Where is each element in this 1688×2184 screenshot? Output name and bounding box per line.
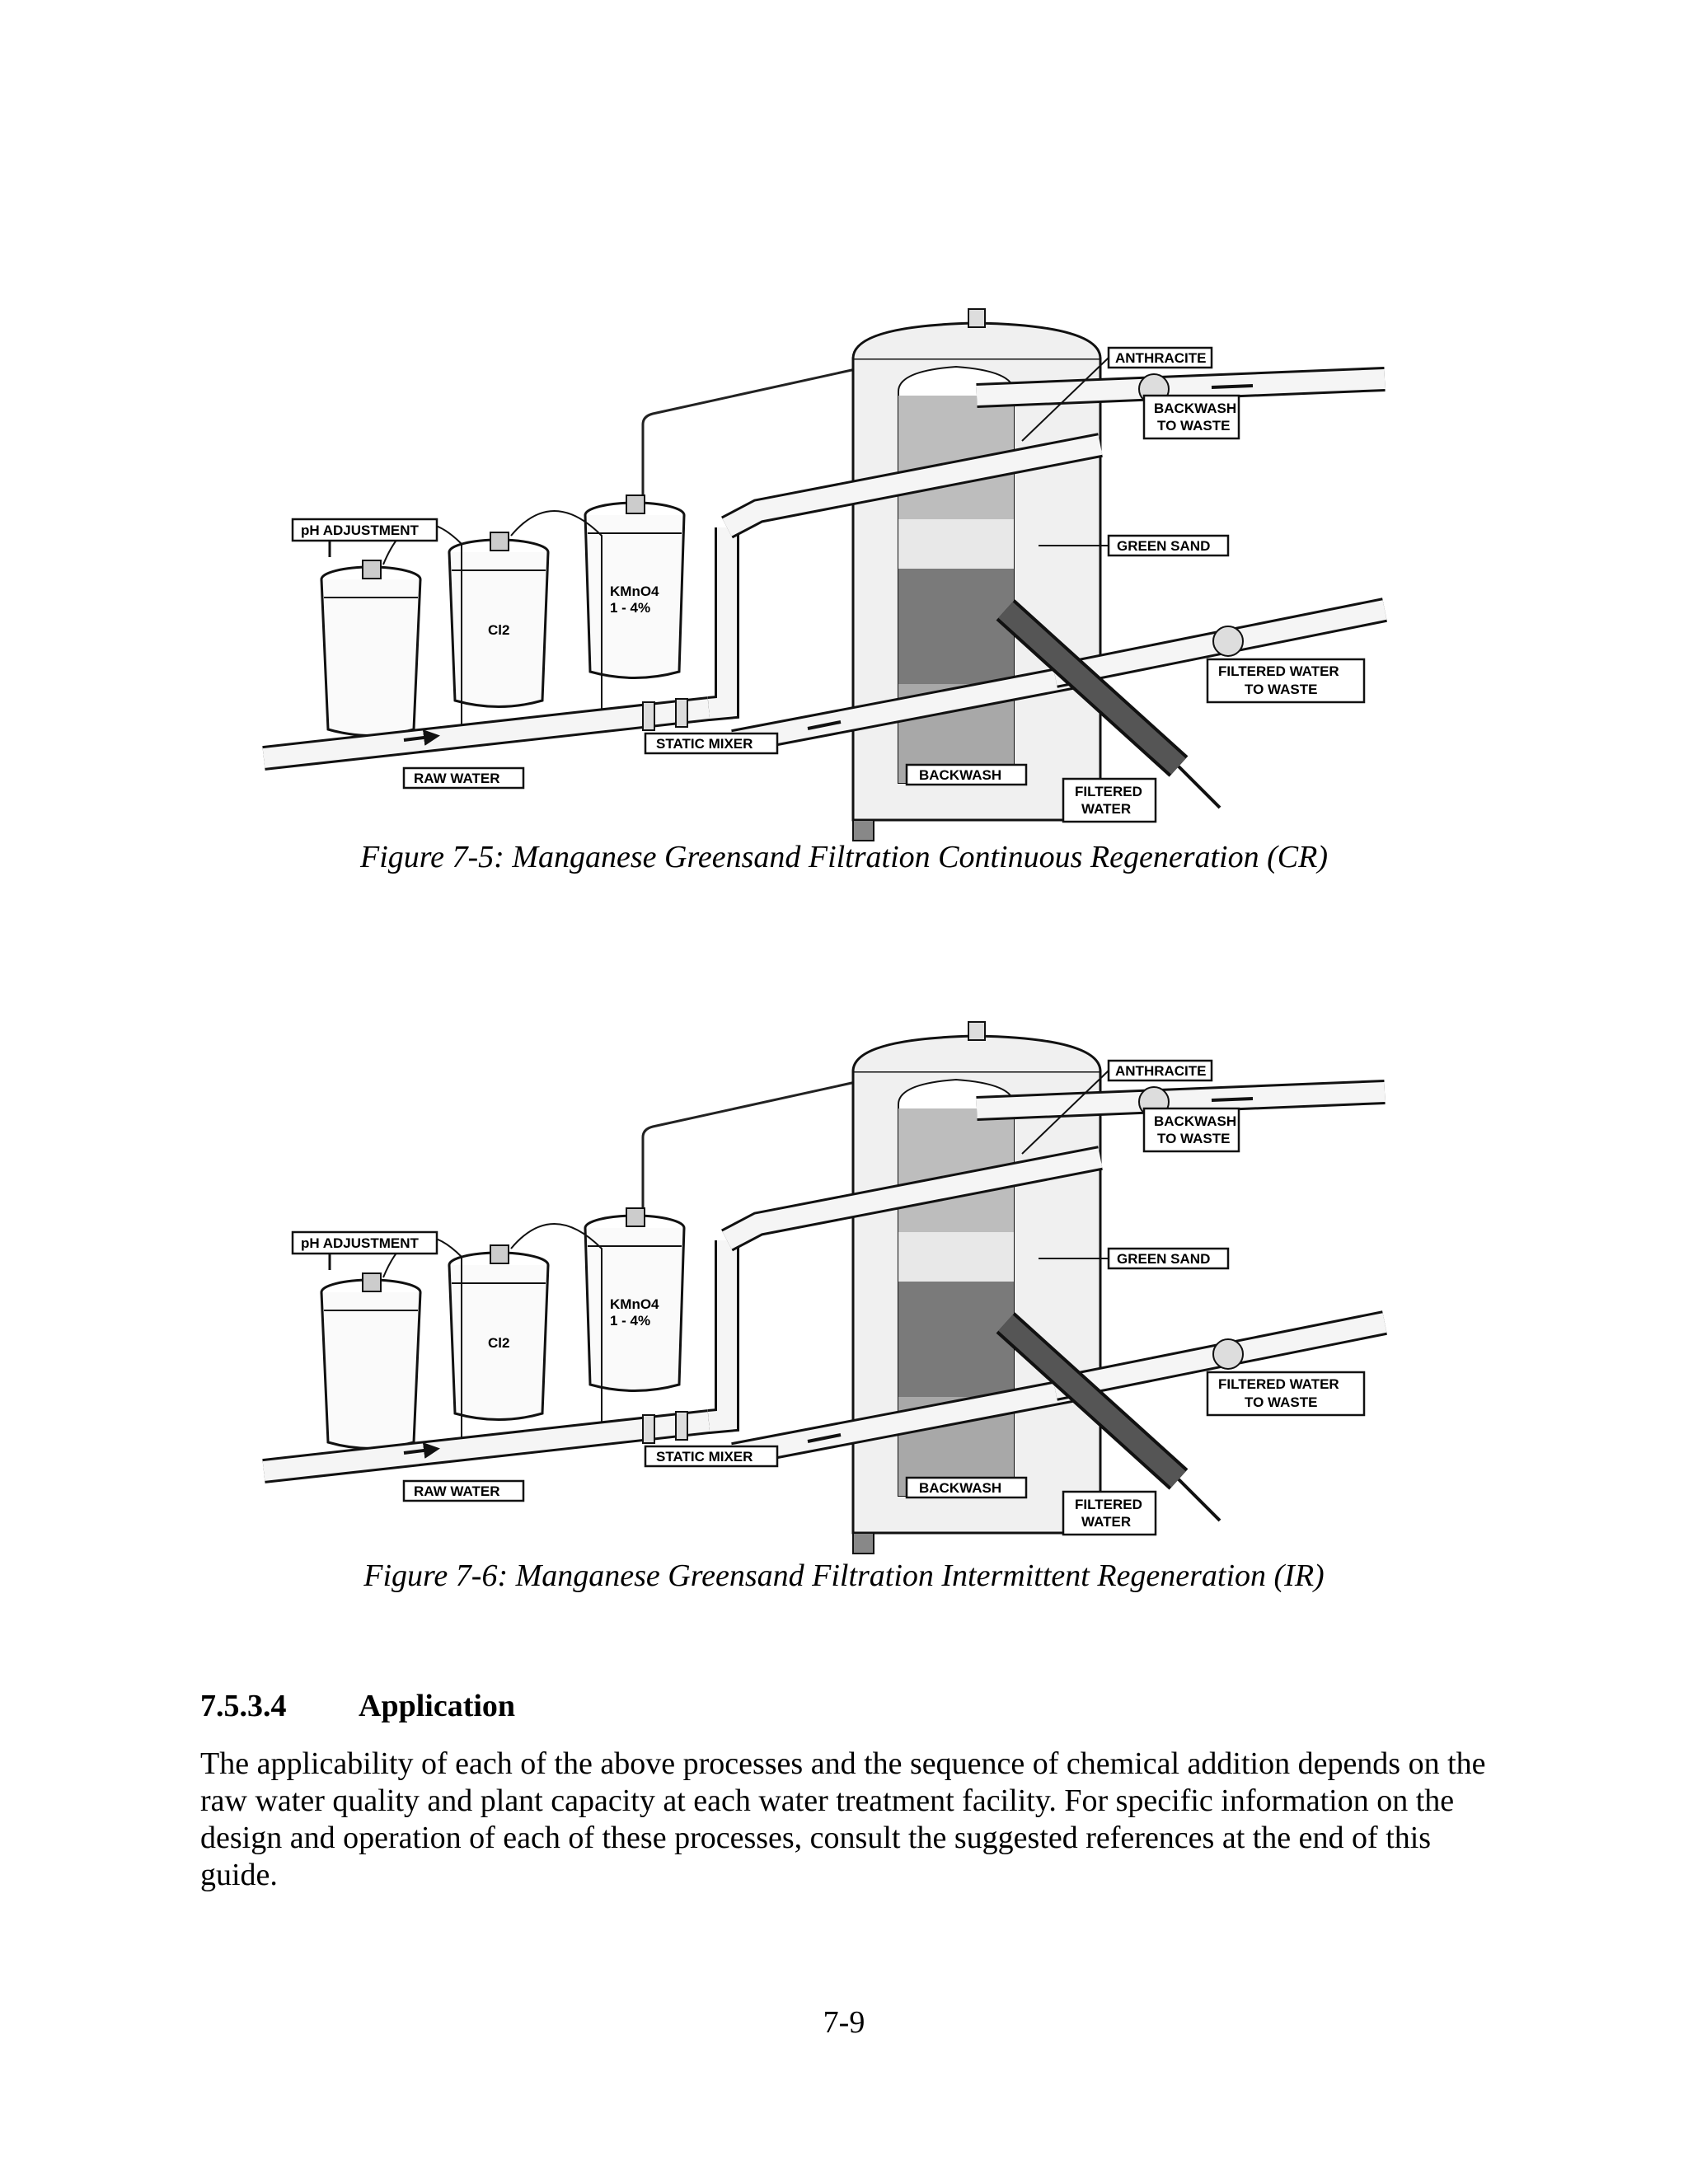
svg-text:TO WASTE: TO WASTE (1245, 1394, 1317, 1410)
backwash-pipe (731, 1376, 1082, 1467)
svg-text:WATER: WATER (1081, 801, 1131, 817)
cl2-feed-line (510, 510, 603, 717)
control-wire (641, 353, 924, 544)
label-cl2: Cl2 (488, 622, 509, 638)
figure-7-6-caption: Figure 7-6: Manganese Greensand Filtrati… (363, 1558, 1325, 1593)
svg-text:TO WASTE: TO WASTE (1245, 682, 1317, 697)
svg-text:BACKWASH: BACKWASH (919, 767, 1001, 783)
svg-text:RAW WATER: RAW WATER (414, 771, 500, 786)
label-anthracite: ANTHRACITE (1021, 1059, 1213, 1155)
section-heading: 7.5.3.4 Application (200, 1688, 515, 1724)
figure-7-6: pH ADJUSTMENT ANTHRACITE BACKWASH TO WAS… (247, 861, 1418, 1562)
label-backwash-to-waste: BACKWASH TO WASTE (1142, 1107, 1240, 1153)
label-raw-water: RAW WATER (402, 1479, 525, 1502)
green-sand-layer (898, 569, 1014, 684)
svg-text:KMnO4: KMnO4 (610, 583, 659, 599)
page-number: 7-9 (823, 2005, 865, 2040)
section-body: The applicability of each of the above p… (200, 1746, 1486, 1892)
control-wire (641, 1066, 924, 1257)
label-ph-adjustment: pH ADJUSTMENT (291, 518, 438, 557)
svg-text:STATIC MIXER: STATIC MIXER (656, 736, 753, 752)
section-number: 7.5.3.4 (200, 1689, 287, 1723)
filter-vessel (851, 1021, 1102, 1554)
svg-text:RAW WATER: RAW WATER (414, 1483, 500, 1499)
svg-text:Cl2: Cl2 (488, 622, 509, 638)
svg-text:FILTERED WATER: FILTERED WATER (1218, 1376, 1339, 1392)
svg-text:Cl2: Cl2 (488, 1335, 509, 1351)
label-green-sand: GREEN SAND (1039, 534, 1230, 557)
ph-tank (320, 1272, 422, 1450)
figure-7-5: pH ADJUSTMENT ANTHRACITE BACKWASH TO WAS… (247, 148, 1418, 849)
svg-text:BACKWASH: BACKWASH (1154, 401, 1236, 416)
label-cl2: Cl2 (488, 1335, 509, 1351)
filtration-diagram: pH ADJUSTMENT ANTHRACITE BACKWASH TO WAS… (262, 308, 1387, 841)
section-title: Application (359, 1689, 516, 1723)
filtered-water-pipe (996, 1312, 1221, 1522)
svg-text:STATIC MIXER: STATIC MIXER (656, 1449, 753, 1465)
label-green-sand: GREEN SAND (1039, 1247, 1230, 1270)
svg-text:ANTHRACITE: ANTHRACITE (1115, 350, 1207, 366)
svg-text:TO WASTE: TO WASTE (1157, 1131, 1230, 1146)
svg-text:FILTERED: FILTERED (1075, 1497, 1142, 1512)
svg-text:GREEN SAND: GREEN SAND (1117, 1251, 1210, 1267)
label-backwash: BACKWASH (905, 763, 1028, 786)
svg-text:ANTHRACITE: ANTHRACITE (1115, 1063, 1207, 1079)
filtration-diagram: pH ADJUSTMENT ANTHRACITE BACKWASH TO WAS… (262, 1021, 1387, 1554)
label-filtered-water-to-waste: FILTERED WATER TO WASTE (1206, 1371, 1366, 1417)
raw-water-pipe (262, 433, 1103, 771)
raw-water-pipe (262, 1146, 1103, 1483)
figure-7-5-caption: Figure 7-5: Manganese Greensand Filtrati… (360, 840, 1328, 874)
label-kmno4: KMnO4 1 - 4% (610, 1296, 659, 1329)
kmno4-tank (584, 494, 686, 679)
svg-text:KMnO4: KMnO4 (610, 1296, 659, 1312)
filtered-to-waste-pipe (1053, 598, 1387, 688)
label-backwash-to-waste: BACKWASH TO WASTE (1142, 394, 1240, 440)
svg-text:BACKWASH: BACKWASH (919, 1480, 1001, 1496)
svg-text:BACKWASH: BACKWASH (1154, 1113, 1236, 1129)
label-raw-water: RAW WATER (402, 766, 525, 790)
label-filtered-water: FILTERED WATER (1062, 1490, 1157, 1536)
svg-text:FILTERED WATER: FILTERED WATER (1218, 663, 1339, 679)
filtered-to-waste-pipe (1053, 1310, 1387, 1401)
cl2-tank (448, 532, 550, 708)
label-static-mixer: STATIC MIXER (644, 732, 779, 755)
cl2-tank (448, 1244, 550, 1421)
label-ph-adjustment: pH ADJUSTMENT (291, 1230, 438, 1270)
cl2-feed-line (510, 1223, 603, 1430)
svg-text:pH ADJUSTMENT: pH ADJUSTMENT (301, 523, 420, 538)
label-anthracite: ANTHRACITE (1021, 346, 1213, 442)
svg-text:FILTERED: FILTERED (1075, 784, 1142, 799)
svg-text:pH ADJUSTMENT: pH ADJUSTMENT (301, 1235, 420, 1251)
svg-text:TO WASTE: TO WASTE (1157, 418, 1230, 434)
label-filtered-water: FILTERED WATER (1062, 777, 1157, 823)
backwash-pipe (731, 663, 1082, 754)
label-backwash: BACKWASH (905, 1476, 1028, 1499)
svg-text:GREEN SAND: GREEN SAND (1117, 538, 1210, 554)
label-kmno4: KMnO4 1 - 4% (610, 583, 659, 616)
ph-tank (320, 560, 422, 737)
svg-text:WATER: WATER (1081, 1514, 1131, 1530)
svg-text:1 - 4%: 1 - 4% (610, 600, 650, 616)
green-sand-layer (898, 1282, 1014, 1397)
svg-text:1 - 4%: 1 - 4% (610, 1313, 650, 1329)
backwash-to-waste-pipe (976, 367, 1386, 408)
kmno4-tank (584, 1207, 686, 1392)
label-filtered-water-to-waste: FILTERED WATER TO WASTE (1206, 658, 1366, 704)
filtered-water-pipe (996, 599, 1221, 809)
label-static-mixer: STATIC MIXER (644, 1445, 779, 1468)
